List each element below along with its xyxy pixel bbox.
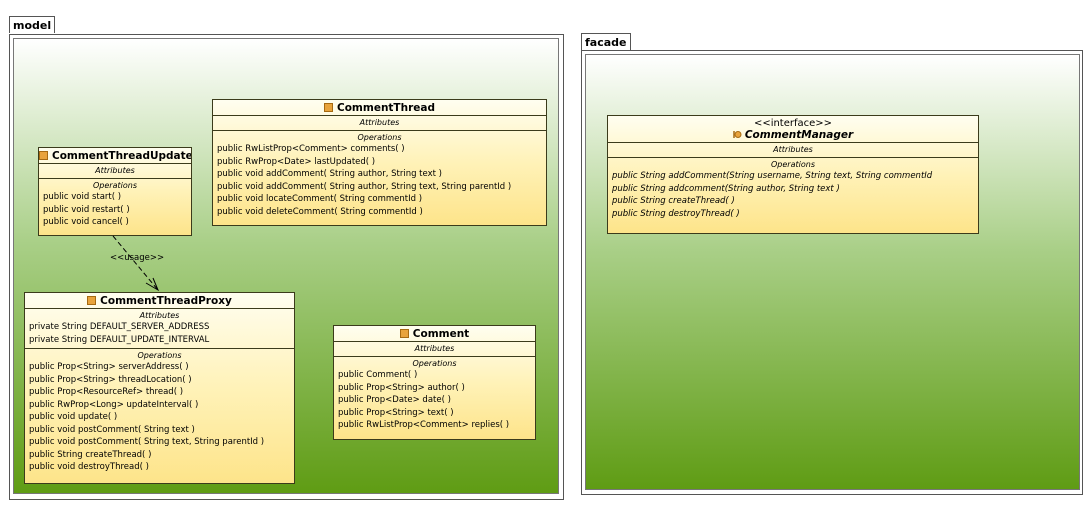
operation-row: public Prop<String> threadLocation( ) xyxy=(29,374,192,385)
operations-section: Operations public String addComment(Stri… xyxy=(608,158,978,222)
class-header: CommentThreadProxy xyxy=(25,293,294,309)
operation-row: public void destroyThread( ) xyxy=(29,462,149,472)
class-comment-thread[interactable]: CommentThread Attributes Operations publ… xyxy=(212,99,547,226)
operation-row: public String destroyThread( ) xyxy=(612,208,740,219)
operations-title: Operations xyxy=(771,160,815,169)
operation-row: public Prop<String> author( ) xyxy=(338,382,465,393)
attribute-row: private String DEFAULT_UPDATE_INTERVAL xyxy=(29,334,210,345)
operations-title: Operations xyxy=(137,351,182,360)
operations-section: Operations public void start( ) public v… xyxy=(39,179,191,231)
attributes-section: Attributes xyxy=(334,342,535,357)
class-icon xyxy=(39,151,48,160)
attributes-section: Attributes xyxy=(608,143,978,158)
operation-row: public void start( ) xyxy=(43,192,122,202)
package-facade-label: facade xyxy=(585,36,627,49)
operation-row: public void postComment( String text ) xyxy=(29,424,195,435)
attributes-section: Attributes xyxy=(39,164,191,179)
operation-row: public void addComment( String author, S… xyxy=(217,169,442,179)
operations-title: Operations xyxy=(357,133,402,142)
operation-row: public Prop<String> text( ) xyxy=(338,407,454,418)
operation-row: public String addComment(String username… xyxy=(612,171,933,181)
operations-title: Operations xyxy=(93,181,137,190)
class-icon xyxy=(87,296,97,305)
attributes-section: Attributes xyxy=(213,116,546,131)
operation-row: public RwListProp<Comment> comments( ) xyxy=(217,144,405,154)
class-header: CommentThreadUpdater xyxy=(39,148,191,164)
package-facade-tab[interactable]: facade xyxy=(581,33,631,50)
operation-row: public void restart( ) xyxy=(43,204,130,215)
operation-row: public String addcomment(String author, … xyxy=(612,183,840,194)
stereotype-label: <<interface>> xyxy=(753,118,833,129)
operation-row: public void postComment( String text, St… xyxy=(29,437,265,447)
operation-row: public RwProp<Long> updateInterval( ) xyxy=(29,399,199,410)
package-model-label: model xyxy=(13,19,52,32)
attributes-title: Attributes xyxy=(414,344,455,353)
usage-label: <<usage>> xyxy=(110,253,165,263)
attributes-title: Attributes xyxy=(773,145,813,154)
operations-section: Operations public Prop<String> serverAdd… xyxy=(25,349,294,476)
class-comment-thread-updater[interactable]: CommentThreadUpdater Attributes Operatio… xyxy=(38,147,192,236)
class-name: CommentThread xyxy=(337,102,435,114)
attributes-title: Attributes xyxy=(139,311,180,320)
class-icon xyxy=(324,103,334,112)
operation-row: public void cancel( ) xyxy=(43,217,129,227)
operation-row: public void update( ) xyxy=(29,412,118,422)
class-icon xyxy=(399,329,409,338)
class-comment[interactable]: Comment Attributes Operations public Com… xyxy=(333,325,536,440)
class-name: Comment xyxy=(412,328,470,340)
operations-section: Operations public RwListProp<Comment> co… xyxy=(213,131,546,220)
attributes-section: Attributes private String DEFAULT_SERVER… xyxy=(25,309,294,349)
class-header: CommentThread xyxy=(213,100,546,116)
operation-row: public String createThread( ) xyxy=(29,449,152,460)
class-name: CommentThreadUpdater xyxy=(52,150,191,162)
class-header: <<interface>> CommentManager xyxy=(608,116,978,143)
operation-row: public RwListProp<Comment> replies( ) xyxy=(338,420,510,430)
operation-row: public Prop<Date> date( ) xyxy=(338,395,451,405)
operation-row: public Comment( ) xyxy=(338,370,418,380)
class-name: CommentManager xyxy=(744,129,854,141)
class-comment-thread-proxy[interactable]: CommentThreadProxy Attributes private St… xyxy=(24,292,295,484)
operation-row: public RwProp<Date> lastUpdated( ) xyxy=(217,156,376,167)
attribute-row: private String DEFAULT_SERVER_ADDRESS xyxy=(29,322,210,332)
attributes-title: Attributes xyxy=(95,166,135,175)
interface-comment-manager[interactable]: <<interface>> CommentManager Attributes … xyxy=(607,115,979,234)
operation-row: public Prop<ResourceRef> thread( ) xyxy=(29,387,184,397)
operation-row: public String createThread( ) xyxy=(612,196,735,206)
operation-row: public void addComment( String author, S… xyxy=(217,181,512,192)
interface-icon xyxy=(733,130,742,139)
operations-title: Operations xyxy=(412,359,457,368)
operation-row: public void deleteComment( String commen… xyxy=(217,206,423,217)
operation-row: public Prop<String> serverAddress( ) xyxy=(29,362,189,372)
class-name: CommentThreadProxy xyxy=(100,295,232,307)
operations-section: Operations public Comment( ) public Prop… xyxy=(334,357,535,434)
package-model-tab[interactable]: model xyxy=(9,16,56,33)
attributes-title: Attributes xyxy=(359,118,400,127)
class-header: Comment xyxy=(334,326,535,342)
operation-row: public void locateComment( String commen… xyxy=(217,194,423,204)
